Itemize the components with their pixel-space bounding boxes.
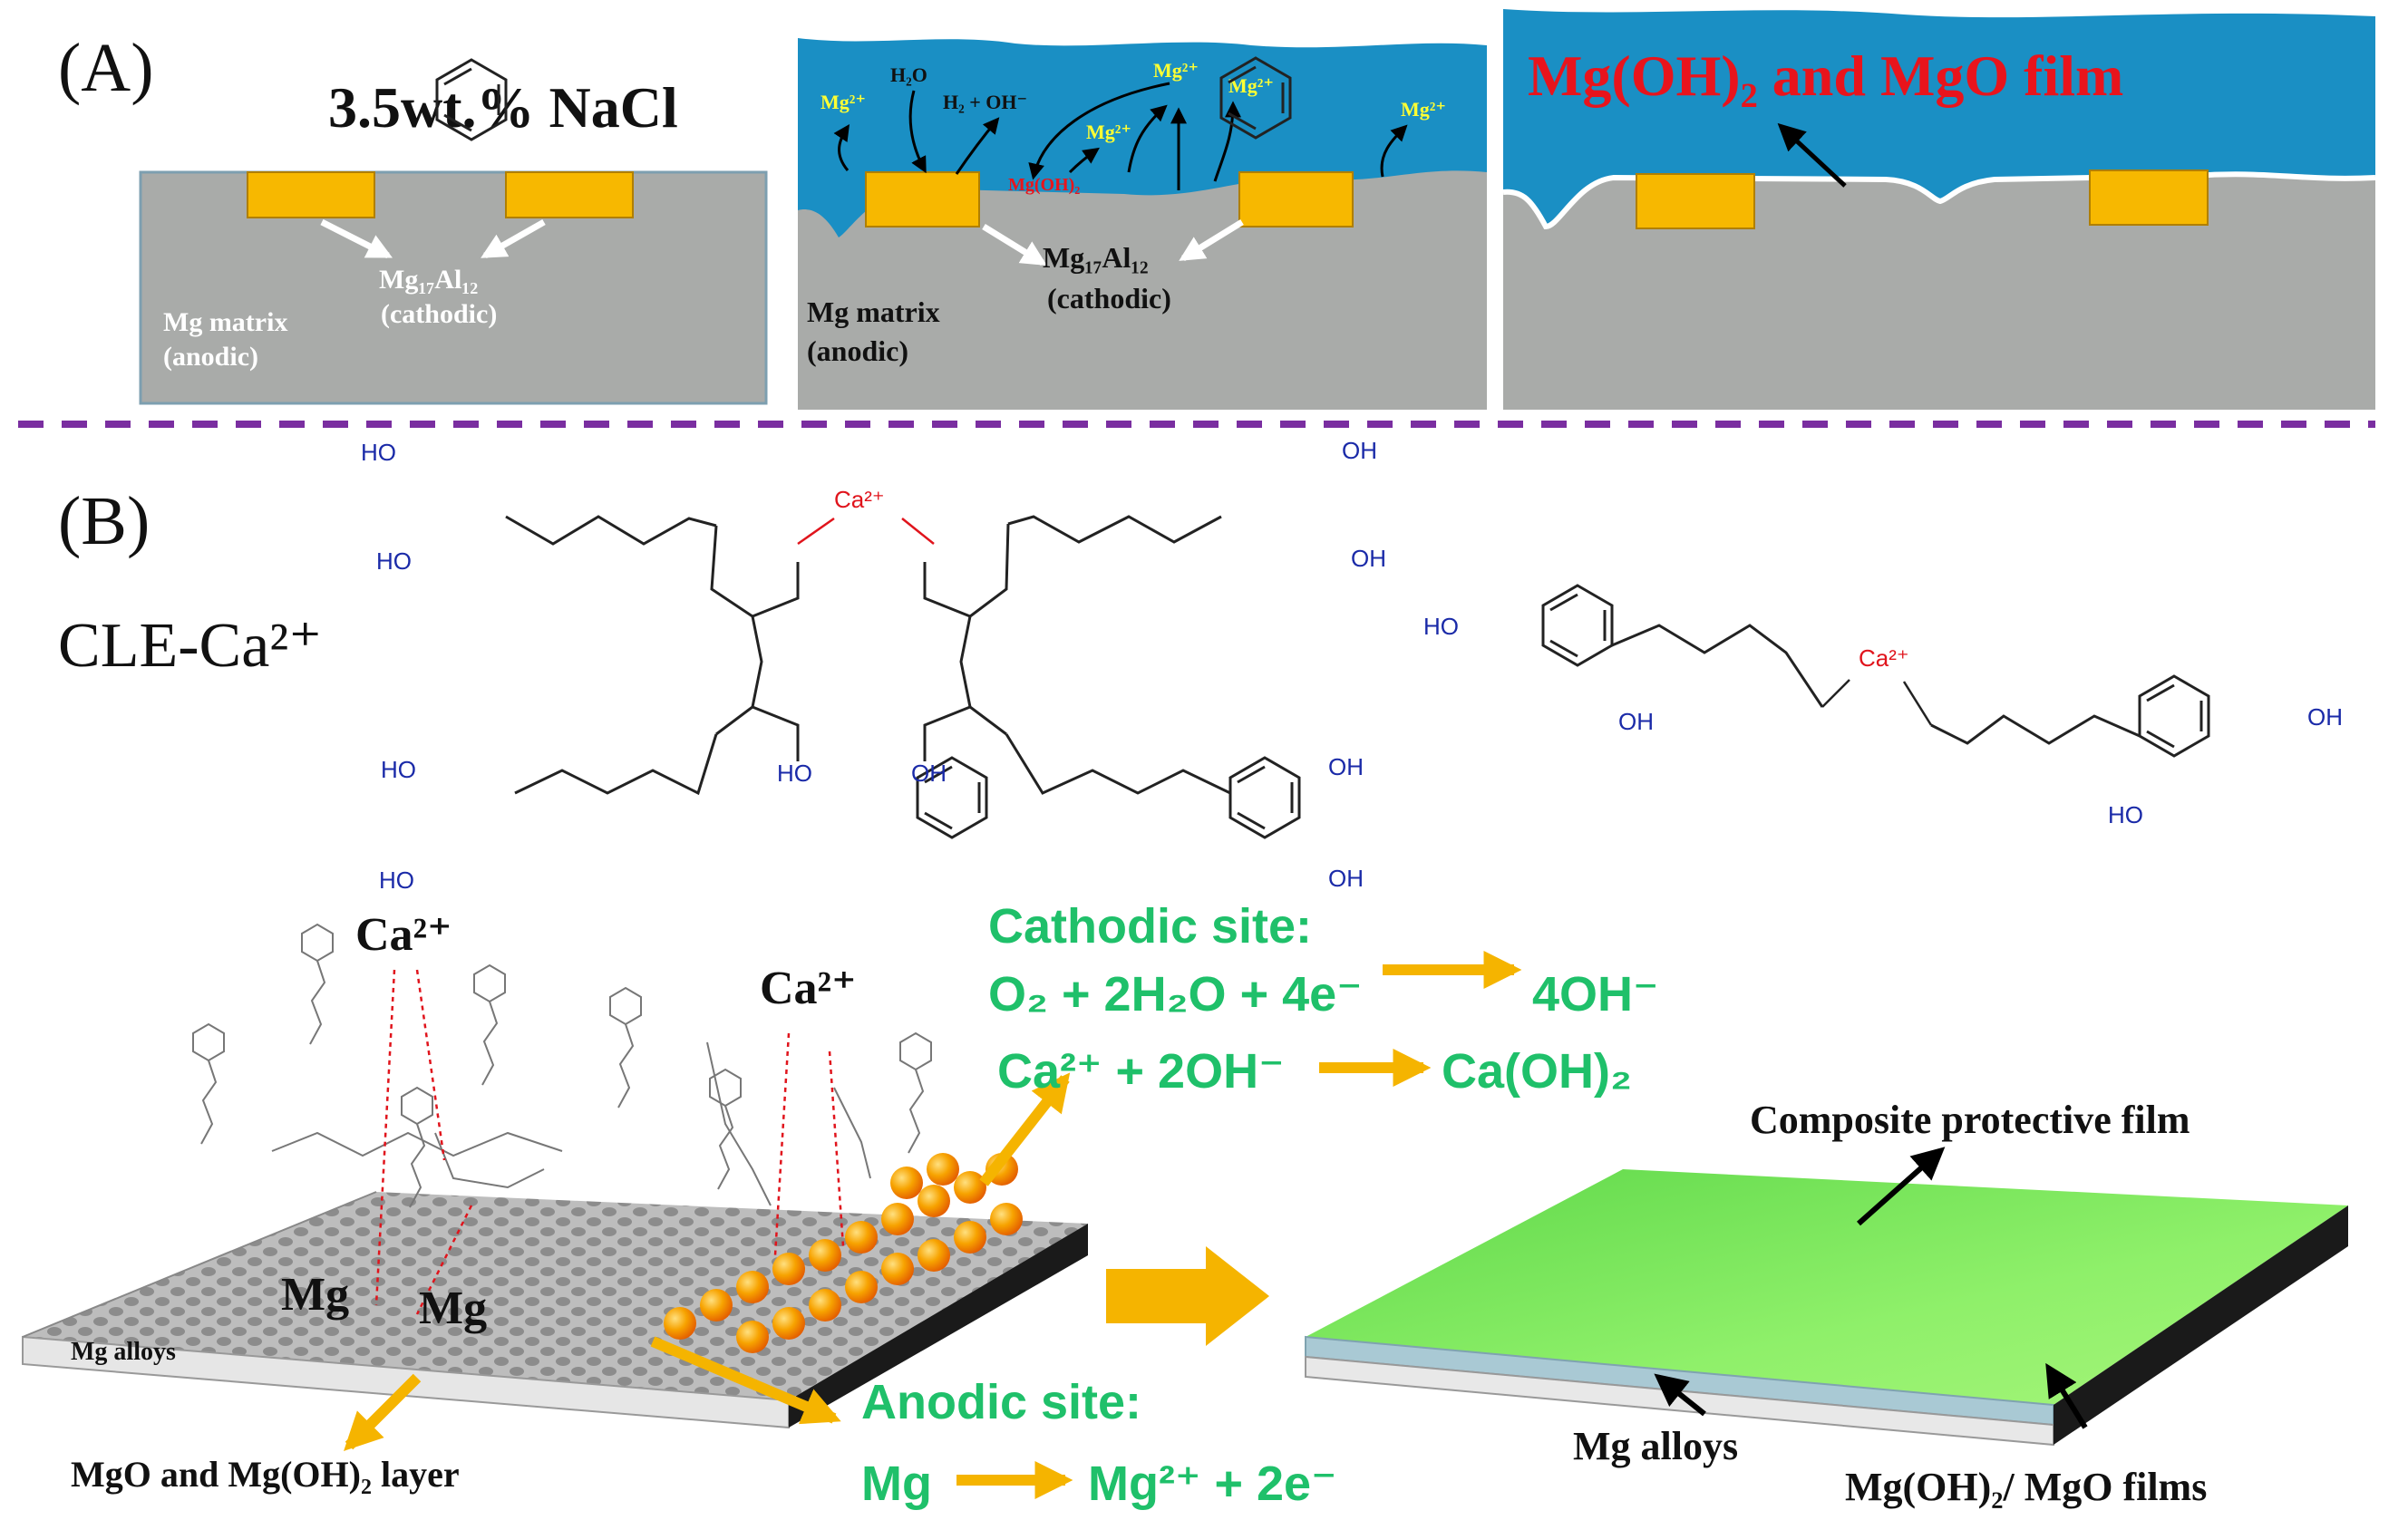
caffeic-ca-complex: Ca²⁺ HO OH OH HO xyxy=(1423,584,2343,828)
cathodic-label: (cathodic) xyxy=(381,299,497,329)
cathodic-eq2-left: Ca²⁺ + 2OH⁻ xyxy=(997,1044,1285,1099)
hydroxyl-label: OH xyxy=(911,760,947,787)
mg17al12-label: Mg₁₇Al₁₂ xyxy=(379,265,478,295)
mg17al12-precipitate xyxy=(505,171,634,218)
hydroxyl-label: HO xyxy=(376,547,412,575)
hydroxyl-label: HO xyxy=(361,439,396,466)
anodic-eq-right: Mg²⁺ + 2e⁻ xyxy=(1088,1457,1337,1511)
mg-matrix-label: Mg matrix xyxy=(807,295,940,328)
mg-label: Mg xyxy=(281,1269,349,1321)
cathodic-eq1-left: O₂ + 2H₂O + 4e⁻ xyxy=(988,967,1363,1021)
mg17al12-precipitate xyxy=(247,171,375,218)
anodic-label: (anodic) xyxy=(807,334,908,367)
hydroxyl-label: OH xyxy=(1618,708,1654,735)
cathodic-eq2-right: Ca(OH)₂ xyxy=(1442,1044,1632,1099)
panel-b-label: (B) xyxy=(58,483,150,559)
mg-ion-label: Mg²⁺ xyxy=(1086,121,1131,143)
mg-ion-label: Mg²⁺ xyxy=(820,91,866,113)
mg17al12-precipitate xyxy=(1238,171,1354,228)
panel-a-label: (A) xyxy=(58,30,154,106)
mg-alloys-label: Mg alloys xyxy=(1573,1424,1738,1468)
ca-ion-label: Ca²⁺ xyxy=(355,909,452,961)
caoh2-particles xyxy=(664,1153,1023,1353)
mg17al12-precipitate xyxy=(2089,169,2209,226)
hydroxyl-label: OH xyxy=(1328,753,1364,780)
mg17al12-precipitate xyxy=(865,171,980,228)
ca-ion-label: Ca²⁺ xyxy=(1859,644,1909,672)
hydroxyl-label: HO xyxy=(379,866,414,894)
anodic-label: (anodic) xyxy=(163,342,258,372)
chicoric-acid-ca-complex: Ca²⁺ HO HO OH OH HO HO OH OH HO OH xyxy=(361,56,1386,894)
mgoh2-label: Mg(OH)₂ xyxy=(1008,175,1080,195)
mg-label: Mg xyxy=(419,1283,487,1334)
mg-alloy-plate-right xyxy=(1305,1169,2348,1447)
hydroxyl-label: OH xyxy=(2307,703,2343,731)
ca-ion-label: Ca²⁺ xyxy=(834,486,885,513)
hydroxyl-label: HO xyxy=(777,760,812,787)
hydroxyl-label: OH xyxy=(1351,545,1386,572)
hydroxyl-label: OH xyxy=(1342,437,1377,464)
cathodic-site-title: Cathodic site: xyxy=(988,899,1312,954)
mg17al12-precipitate xyxy=(1636,173,1755,229)
cathodic-eq1-right: 4OH⁻ xyxy=(1532,967,1659,1021)
mg-ion-label: Mg²⁺ xyxy=(1401,98,1446,121)
solution-label: 3.5wt.% NaCl xyxy=(328,75,678,140)
h2-oh-label: H₂ + OH⁻ xyxy=(943,91,1027,113)
adsorbed-molecules xyxy=(192,924,932,1315)
panel-a-corrosion-state: Mg₁₇Al₁₂ (cathodic) Mg matrix (anodic) M… xyxy=(798,38,1487,410)
ca-ion-label: Ca²⁺ xyxy=(760,963,857,1014)
mg-ion-label: Mg²⁺ xyxy=(1153,59,1199,82)
hydroxyl-label: HO xyxy=(1423,613,1459,640)
compound-label: CLE-Ca²⁺ xyxy=(58,611,322,681)
transition-arrow xyxy=(1106,1246,1269,1346)
mgoh2-mgo-films-label: Mg(OH)₂/ MgO films xyxy=(1845,1465,2207,1509)
reaction-arrows xyxy=(344,951,1522,1499)
mg-alloys-plate-label: Mg alloys xyxy=(71,1338,176,1366)
anodic-site-title: Anodic site: xyxy=(861,1375,1141,1429)
panel-a-film-state: Mg(OH)₂ and MgO film xyxy=(1502,9,2376,410)
mg17al12-label: Mg₁₇Al₁₂ xyxy=(1043,241,1149,274)
film-label: Mg(OH)₂ and MgO film xyxy=(1528,44,2123,108)
ion-flow-arrows xyxy=(833,82,1408,191)
anodic-eq-left: Mg xyxy=(861,1457,932,1511)
hydroxyl-label: OH xyxy=(1328,865,1364,892)
hydroxyl-label: HO xyxy=(381,756,416,783)
mgo-layer-label: MgO and Mg(OH)₂ layer xyxy=(71,1454,460,1495)
water-label: H₂O xyxy=(890,63,927,86)
mg-matrix-label: Mg matrix xyxy=(163,307,287,337)
composite-film-label: Composite protective film xyxy=(1750,1098,2190,1142)
hydroxyl-label: HO xyxy=(2108,801,2143,828)
cathodic-label: (cathodic) xyxy=(1047,282,1171,315)
panel-a-initial-state: Mg₁₇Al₁₂ (cathodic) Mg matrix (anodic) xyxy=(139,170,768,405)
